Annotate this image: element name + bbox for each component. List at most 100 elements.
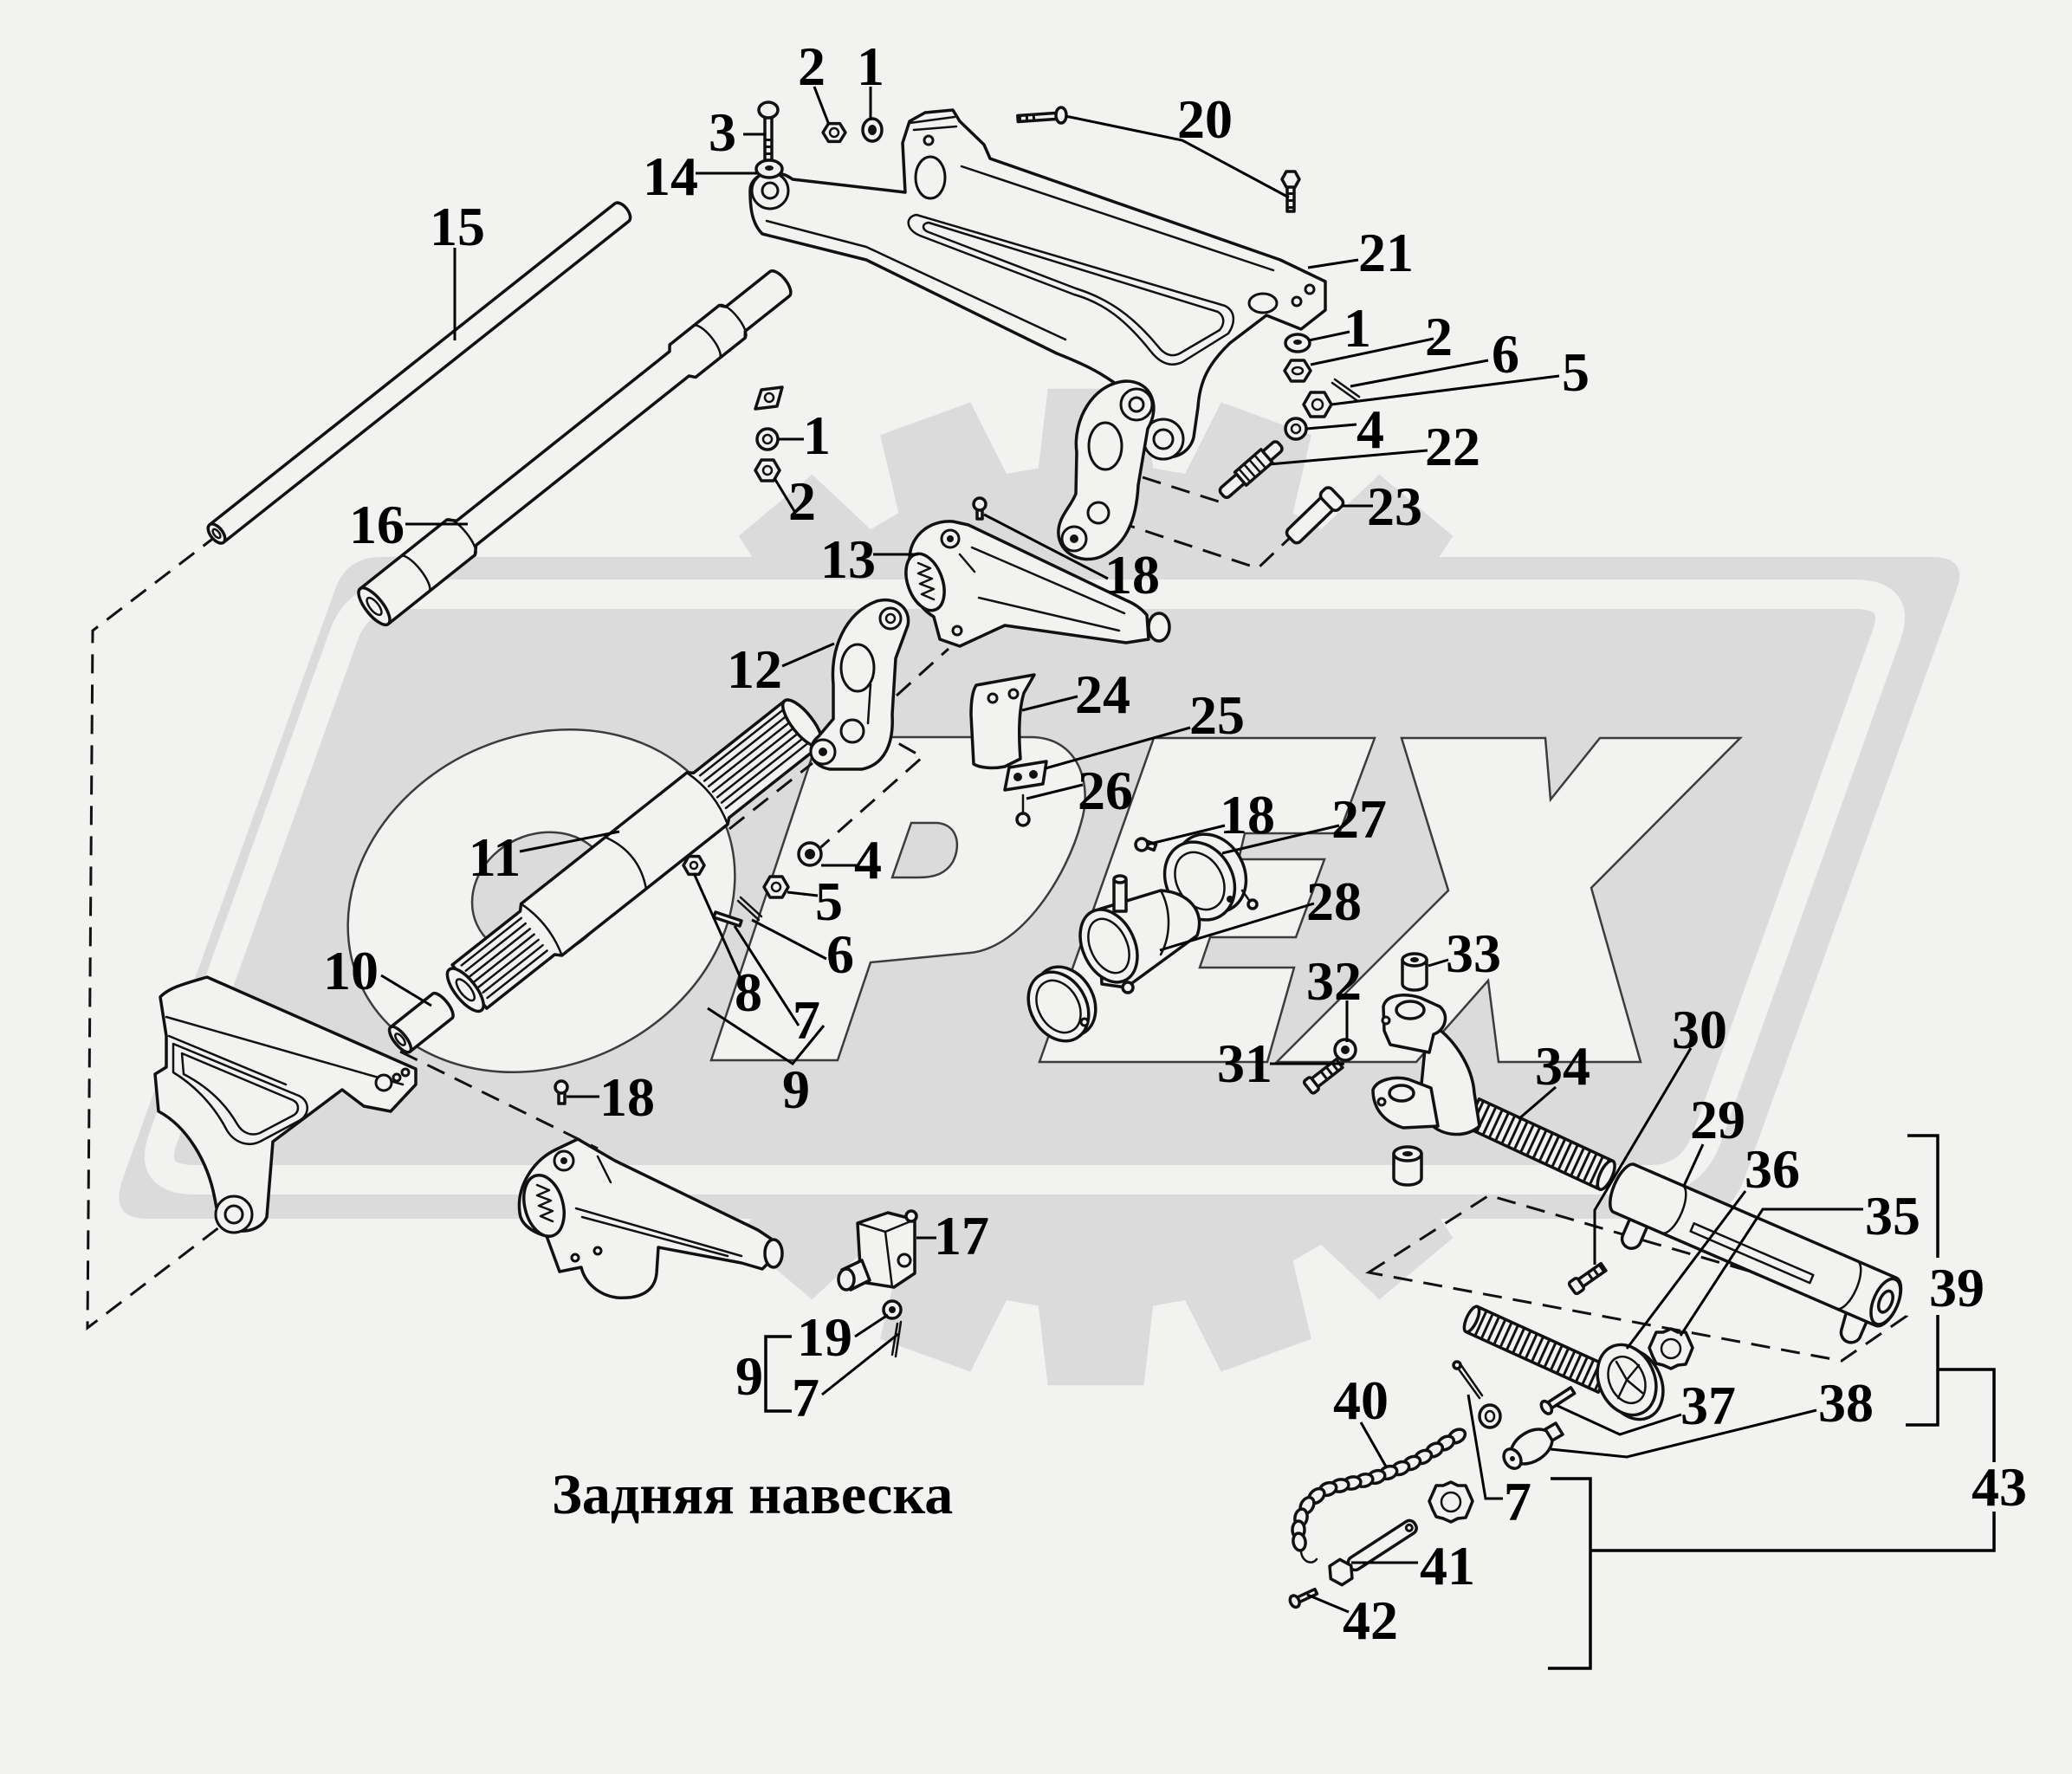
leader-line	[1146, 824, 1226, 846]
ring-screw-hole	[1227, 896, 1233, 903]
part-nut-2-mid	[754, 458, 781, 482]
leader-line	[1305, 423, 1357, 431]
callout-label: 34	[1535, 1035, 1590, 1097]
tube-lugs	[1620, 1217, 1869, 1344]
lower-frame-bracket-hole	[400, 1067, 411, 1078]
callout-label: 5	[815, 871, 843, 932]
link-eye-bore	[884, 612, 897, 625]
dashed-line-nut-to-link	[814, 741, 925, 854]
washer-bore	[868, 125, 877, 135]
rod-end	[206, 522, 227, 545]
cotter-pin-legs	[1331, 378, 1361, 402]
leader-line	[1518, 1085, 1557, 1121]
nut-bore	[1311, 398, 1324, 411]
leader-line	[821, 1332, 899, 1396]
watermark-logo	[119, 388, 1960, 1386]
pin-knurl	[1237, 454, 1267, 483]
bolt-head	[1015, 812, 1031, 827]
bolt-head	[1567, 1276, 1585, 1296]
callout-label: 15	[430, 196, 485, 257]
ear-eye	[914, 155, 947, 200]
part-cotter-pin-7	[1452, 1360, 1484, 1400]
hex-nut	[682, 854, 706, 877]
bolt-hex-head	[1280, 170, 1301, 189]
arm-boss-hole-center	[560, 1157, 567, 1164]
callout-label: 27	[1331, 788, 1387, 850]
part-bushing-lower	[1392, 1145, 1423, 1187]
leader-line	[773, 477, 796, 512]
callout-label: 42	[1343, 1589, 1398, 1651]
bushing-body	[1401, 958, 1428, 992]
callout-label: 41	[1420, 1535, 1475, 1596]
small-plate-hole	[1013, 773, 1022, 781]
bolt-shank	[1016, 111, 1059, 124]
leader-line	[854, 1313, 889, 1338]
figure-caption: Задняя навеска	[552, 1463, 953, 1526]
arm-boss-hole-center	[947, 535, 954, 542]
part-pin-7-mid	[712, 910, 743, 928]
part-washer-1-top	[861, 117, 884, 143]
upper-frame-cutout-outer	[907, 213, 1235, 366]
callout-label: 24	[1075, 664, 1130, 725]
frame-right-eye	[1247, 292, 1279, 314]
arm-bracket-hole	[951, 625, 963, 637]
leader-line	[787, 890, 819, 897]
part-bolt-18-upper	[972, 496, 987, 521]
callout-label: 28	[1306, 871, 1362, 932]
part-cotter-6-mid	[736, 896, 763, 922]
upper-frame-ear-plates	[908, 115, 958, 132]
bracket-39-upper	[1907, 1134, 1939, 1258]
frame-left-eye-bore	[761, 181, 780, 200]
part-fork-34	[1371, 994, 1616, 1191]
part-nut-5-mid	[762, 875, 790, 899]
fork-lower-bore	[1388, 1084, 1415, 1103]
bracket-43-left	[1548, 1477, 1592, 1670]
part-square-nut	[754, 385, 784, 411]
housing-face	[1078, 908, 1139, 984]
dashed-line-to-pin-22	[1142, 476, 1222, 504]
link-hole-center	[819, 748, 827, 756]
parts	[153, 100, 1903, 1609]
washer-bore	[1293, 340, 1302, 345]
bracket-hole	[1304, 283, 1316, 295]
dashed-line-left-frame	[86, 533, 235, 1331]
part-bolt-23	[1285, 486, 1345, 545]
callout-label: 9	[782, 1059, 810, 1120]
curved-link-rib	[866, 683, 872, 725]
callout-label: 16	[349, 494, 405, 555]
callout-label: 7	[793, 989, 820, 1051]
washer-bore	[1341, 1046, 1350, 1054]
lower-ring-bore	[1035, 979, 1082, 1034]
housing-stud	[1121, 981, 1135, 994]
assembly-dashed-lines	[86, 476, 1909, 1363]
leader-line	[1310, 337, 1434, 366]
link-bore	[1087, 421, 1123, 471]
ring-bore	[1174, 851, 1226, 911]
pin-head	[1288, 1594, 1301, 1609]
bushing-end	[387, 1025, 413, 1054]
threaded-rod-end	[1596, 1159, 1616, 1191]
part-long-rod	[206, 201, 632, 545]
leader-line	[1159, 902, 1315, 952]
washer-bore	[761, 433, 774, 445]
lower-frame-eye-bore	[223, 1204, 244, 1225]
bracket-43-lower	[1590, 1512, 1996, 1552]
block-hole	[897, 1253, 912, 1268]
hex-nut	[1283, 359, 1312, 383]
shaft-end-bore	[455, 978, 476, 1002]
callout-label: 33	[1446, 923, 1501, 984]
part-washer-1-mid	[755, 427, 780, 451]
upper-frame-flange-lines	[765, 165, 1275, 341]
callout-label: 2	[788, 470, 816, 532]
part-bolt-18-lower	[554, 1079, 569, 1105]
lift-arm-ribs	[958, 546, 1126, 632]
ear-hole	[923, 134, 935, 146]
part-lift-arm-right	[904, 520, 1171, 648]
callout-label: 6	[826, 923, 854, 985]
part-washer-1-right	[1284, 333, 1311, 353]
leader-line	[692, 872, 742, 979]
leader-line	[1625, 1190, 1747, 1350]
leader-line	[1550, 1408, 1817, 1459]
callout-label: 29	[1690, 1089, 1745, 1150]
leader-line	[1350, 359, 1489, 388]
